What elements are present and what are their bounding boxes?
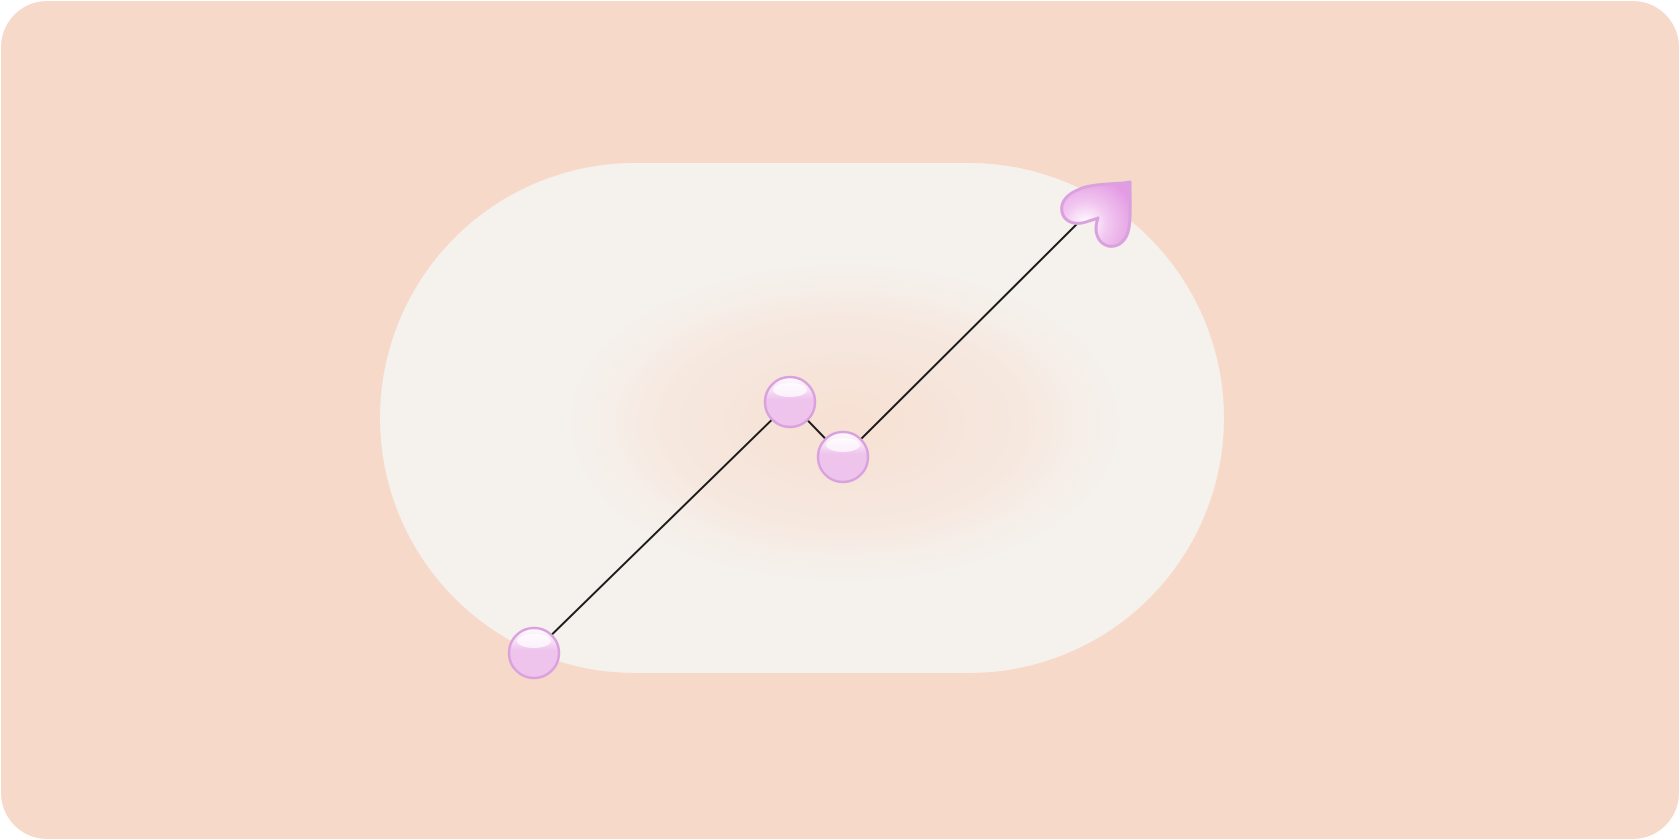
node-dip — [816, 430, 870, 484]
heart-arrow-icon — [1060, 180, 1132, 248]
center-glow — [515, 233, 1175, 613]
node-peak — [763, 375, 817, 429]
trend-line — [532, 200, 1101, 654]
node-start — [507, 626, 561, 680]
